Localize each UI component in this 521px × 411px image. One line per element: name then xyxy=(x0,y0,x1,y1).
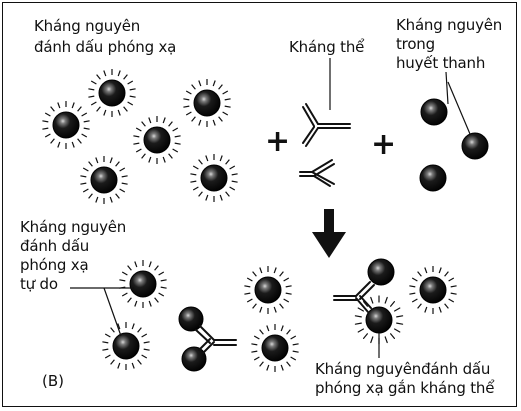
free-antigen-label-line4: tự do xyxy=(20,275,58,293)
antibody-icon xyxy=(299,159,335,187)
bound-antigen-label-line2: phóng xạ gắn kháng thể xyxy=(315,379,495,397)
radiolabeled-antigen-label-line2: đánh dấu phóng xạ xyxy=(34,38,177,56)
radiolabeled-antigen-label: Kháng nguyên đánh dấu phóng xạ xyxy=(34,17,176,57)
free-radiolabeled-antigen xyxy=(408,265,458,315)
serum-antigen xyxy=(420,98,448,126)
antibody-icon xyxy=(302,103,351,147)
down-arrow-icon xyxy=(312,209,346,258)
antibody-radiolabeled-complex xyxy=(333,258,404,345)
serum-antigen-group xyxy=(419,98,489,192)
radiolabeled-antigen xyxy=(189,153,239,203)
serum-antigen-label-line2: trong xyxy=(396,35,435,53)
radiolabeled-antigen-label-line1: Kháng nguyên xyxy=(34,17,141,35)
antibody-label: Kháng thể xyxy=(289,38,365,56)
serum-antigen-label-line3: huyết thanh xyxy=(396,54,486,72)
serum-antigen-label: Kháng nguyên trong huyết thanh xyxy=(396,16,502,73)
free-antigen-label-line1: Kháng nguyên xyxy=(20,218,127,236)
antibody-serum-complex xyxy=(178,306,237,372)
free-radiolabeled-antigen xyxy=(101,321,151,371)
serum-antigen xyxy=(461,132,489,160)
free-radiolabeled-antigen xyxy=(118,259,168,309)
plus-sign-left: + xyxy=(265,124,291,159)
free-radiolabeled-antigen xyxy=(250,323,300,373)
serum-antigen-label-line1: Kháng nguyên xyxy=(396,16,503,34)
free-antigen-group xyxy=(101,259,458,373)
antibody-group xyxy=(299,103,351,187)
plus-sign-right: + xyxy=(371,127,397,162)
radiolabeled-antigen xyxy=(79,155,129,205)
radiolabeled-antigen xyxy=(182,78,232,128)
free-antigen-label-line2: đánh dấu xyxy=(20,237,90,255)
free-antigen-label: Kháng nguyên đánh dấu phóng xạ tự do xyxy=(20,218,126,294)
radiolabeled-antigen xyxy=(41,100,91,150)
free-radiolabeled-antigen xyxy=(243,265,293,315)
serum-antigen xyxy=(419,164,447,192)
free-antigen-label-line3: phóng xạ xyxy=(20,256,89,274)
radiolabeled-antigen xyxy=(87,68,137,118)
serum-antigen-pointers xyxy=(445,71,471,135)
diagram-frame xyxy=(2,2,517,407)
panel-tag: (B) xyxy=(42,372,64,390)
bound-antigen-label-line1: Kháng nguyênđánh dấu xyxy=(315,360,491,378)
bound-antigen-label: Kháng nguyênđánh dấu phóng xạ gắn kháng … xyxy=(315,360,494,398)
free-antigen-pointers xyxy=(70,287,134,337)
radiolabeled-antigen xyxy=(132,115,182,165)
radiolabeled-antigen-group xyxy=(41,68,239,205)
